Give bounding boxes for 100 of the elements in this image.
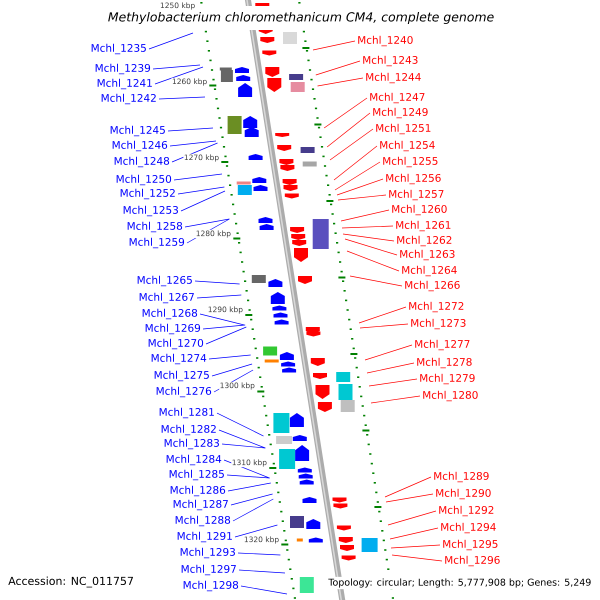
leader-line bbox=[170, 140, 216, 146]
leader-line bbox=[368, 378, 418, 386]
gene-label: Mchl_1254 bbox=[380, 140, 435, 152]
leader-line bbox=[180, 190, 226, 212]
leader-line bbox=[358, 306, 406, 324]
leader-line bbox=[168, 128, 214, 132]
gene-label: Mchl_1293 bbox=[180, 548, 235, 558]
leader-line bbox=[360, 324, 408, 328]
gene-label: Mchl_1263 bbox=[400, 250, 455, 260]
leader-line bbox=[366, 362, 414, 374]
gene-label: Mchl_1282 bbox=[162, 424, 216, 436]
gene-label: Mchl_1264 bbox=[402, 266, 457, 276]
gene-label: Mchl_1243 bbox=[363, 56, 418, 66]
gene-label: Mchl_1258 bbox=[128, 222, 182, 232]
leader-line bbox=[212, 364, 252, 376]
gene-label: Mchl_1272 bbox=[409, 302, 464, 312]
gene-label: Mchl_1297 bbox=[182, 564, 236, 576]
gene-label: Mchl_1240 bbox=[358, 36, 413, 46]
leader-line bbox=[334, 162, 380, 190]
gene-label: Mchl_1255 bbox=[383, 156, 438, 168]
title: Methylobacterium chloromethanicum CM4, complete genome bbox=[108, 12, 494, 24]
leader-line bbox=[334, 146, 378, 180]
gene-label: Mchl_1253 bbox=[124, 206, 178, 216]
leader-line bbox=[315, 60, 360, 76]
gene-label: Mchl_1265 bbox=[138, 276, 192, 286]
leader-line bbox=[148, 32, 194, 50]
leader-line bbox=[174, 174, 222, 180]
leader-line bbox=[218, 430, 266, 448]
gene-label: Mchl_1295 bbox=[443, 540, 498, 550]
gene-label: Mchl_1278 bbox=[417, 358, 472, 368]
gene-label: Mchl_1273 bbox=[411, 318, 466, 330]
gene-label: Mchl_1296 bbox=[445, 556, 500, 566]
gene-label: Mchl_1242 bbox=[102, 94, 156, 104]
leader-line bbox=[350, 276, 402, 286]
leader-line bbox=[226, 474, 270, 478]
leader-line bbox=[346, 250, 400, 272]
gene-label: Mchl_1246 bbox=[112, 140, 168, 152]
leader-line bbox=[386, 494, 434, 502]
gene-label: Mchl_1241 bbox=[98, 78, 152, 90]
genome-info-text: Topology: circular; Length: 5,777,908 bp; Genes: 5,249 bbox=[326, 576, 593, 590]
gene-label: Mchl_1284 bbox=[166, 454, 222, 466]
gene-label: Mchl_1277 bbox=[415, 340, 470, 350]
leader-line bbox=[390, 528, 438, 540]
gene-label: Mchl_1249 bbox=[373, 108, 428, 118]
leader-line bbox=[344, 238, 398, 256]
gene-label: Mchl_1276 bbox=[156, 386, 212, 398]
gene-label: Mchl_1247 bbox=[370, 92, 424, 104]
leader-line bbox=[342, 234, 394, 242]
leader-line bbox=[194, 280, 240, 284]
leader-line bbox=[216, 412, 264, 436]
gene-label: Mchl_1294 bbox=[441, 522, 496, 534]
gene-label: Mchl_1245 bbox=[110, 126, 165, 136]
gene-label: Mchl_1285 bbox=[170, 470, 224, 480]
gene-label: Mchl_1290 bbox=[436, 488, 491, 500]
leader-line bbox=[342, 226, 394, 228]
gene-label: Mchl_1270 bbox=[148, 338, 204, 350]
leader-line bbox=[317, 78, 364, 86]
gene-label: Mchl_1235 bbox=[92, 44, 146, 54]
leader-line bbox=[240, 586, 288, 594]
leader-line bbox=[340, 210, 390, 222]
leader-line bbox=[388, 510, 436, 526]
gene-label: Mchl_1239 bbox=[96, 64, 150, 74]
leader-line bbox=[238, 552, 281, 556]
accession-text: Accession: NC_011757 bbox=[6, 574, 136, 590]
gene-label: Mchl_1274 bbox=[152, 354, 206, 364]
gene-label: Mchl_1261 bbox=[396, 220, 450, 232]
leader-line bbox=[228, 482, 272, 492]
gene-label: Mchl_1298 bbox=[184, 580, 238, 592]
gene-label: Mchl_1256 bbox=[386, 174, 441, 184]
leader-line bbox=[184, 218, 230, 228]
leader-line bbox=[234, 524, 278, 538]
leader-line bbox=[370, 396, 420, 404]
gene-label: Mchl_1289 bbox=[434, 472, 489, 482]
gene-label: Mchl_1291 bbox=[178, 532, 232, 542]
gene-label: Mchl_1257 bbox=[389, 190, 444, 200]
leader-line bbox=[326, 112, 370, 148]
gene-label: Mchl_1267 bbox=[140, 292, 194, 304]
leader-line bbox=[154, 66, 204, 84]
gene-label: Mchl_1286 bbox=[170, 486, 226, 496]
leader-line bbox=[178, 186, 225, 194]
leader-line bbox=[338, 194, 386, 200]
leader-line bbox=[208, 354, 252, 360]
leader-line bbox=[230, 494, 273, 506]
leader-line bbox=[238, 570, 286, 574]
gene-label: Mchl_1248 bbox=[114, 156, 170, 168]
leader-line bbox=[202, 324, 246, 330]
gene-label: Mchl_1269 bbox=[146, 324, 200, 334]
leader-line bbox=[200, 314, 245, 326]
leader-line bbox=[196, 294, 242, 298]
leader-line bbox=[158, 96, 206, 100]
gene-label: Mchl_1262 bbox=[397, 236, 452, 246]
gene-label: Mchl_1275 bbox=[154, 370, 209, 382]
gene-label: Mchl_1260 bbox=[392, 204, 447, 216]
gene-label: Mchl_1288 bbox=[176, 516, 230, 526]
gene-label: Mchl_1281 bbox=[160, 408, 214, 418]
gene-label: Mchl_1251 bbox=[376, 124, 430, 134]
gene-label: Mchl_1266 bbox=[405, 280, 460, 292]
gene-label: Mchl_1283 bbox=[164, 438, 219, 450]
leader-line bbox=[152, 64, 200, 70]
gene-label: Mchl_1280 bbox=[423, 390, 478, 402]
